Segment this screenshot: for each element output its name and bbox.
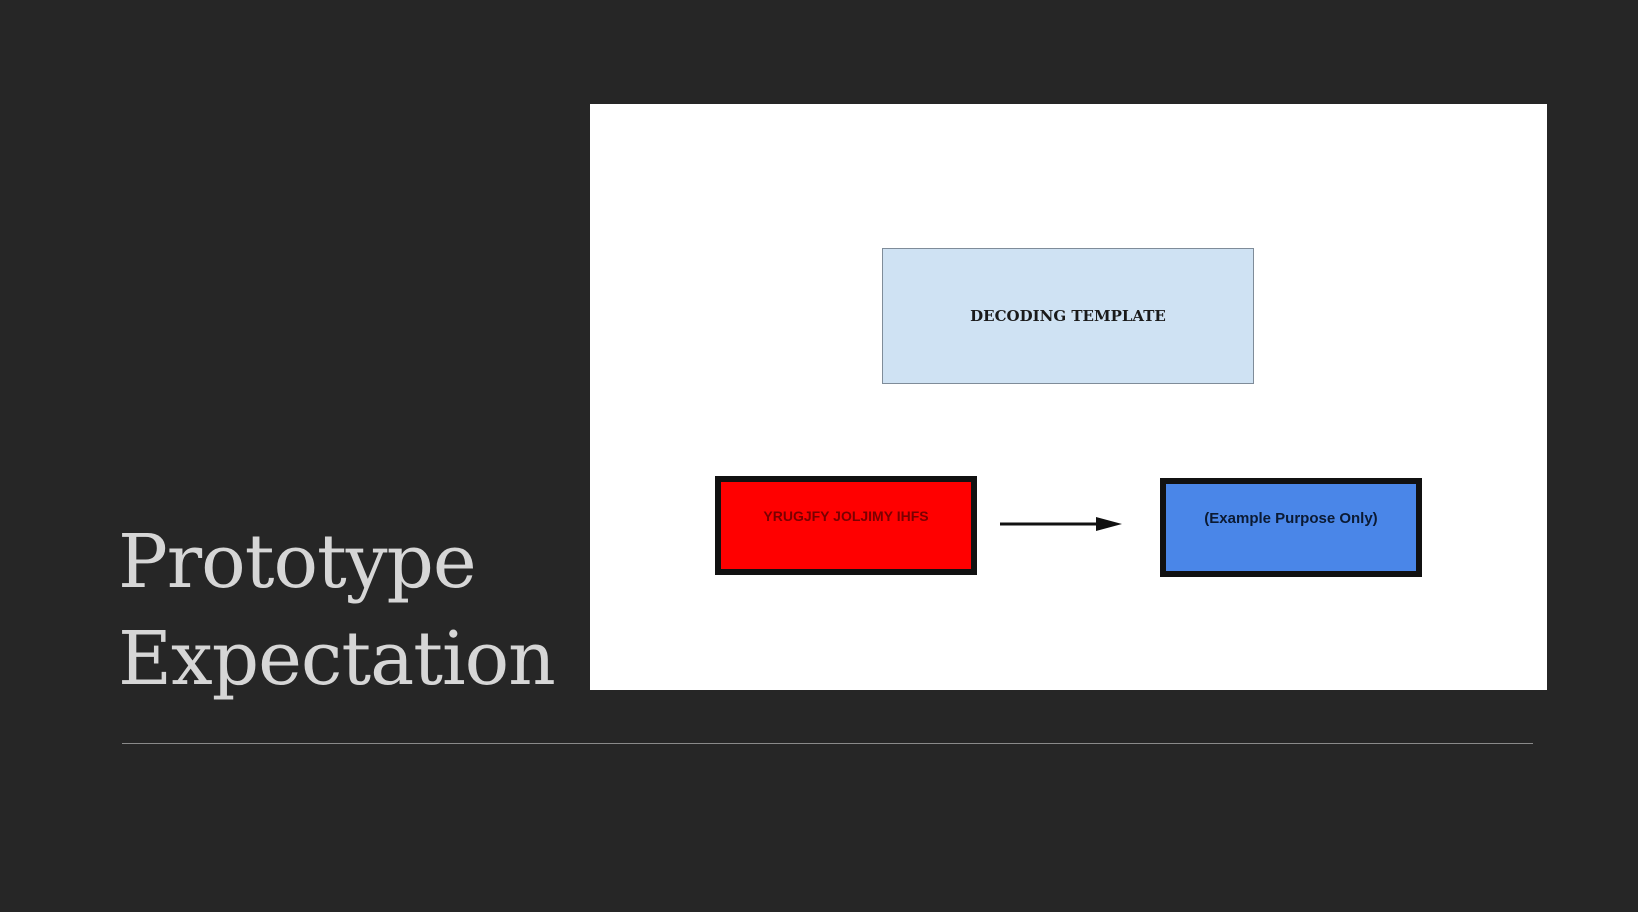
decoded-output-label: (Example Purpose Only)	[1204, 510, 1378, 527]
encoded-input-label: YRUGJFY JOLJIMY IHFS	[763, 508, 929, 524]
slide-title-line-2: Expectation	[118, 616, 556, 702]
encoded-input-box: YRUGJFY JOLJIMY IHFS	[715, 476, 977, 575]
diagram-figure: DECODING TEMPLATE YRUGJFY JOLJIMY IHFS (…	[590, 104, 1547, 690]
decoding-template-box: DECODING TEMPLATE	[882, 248, 1254, 384]
slide-title: Prototype Expectation	[118, 514, 556, 708]
decoding-template-label: DECODING TEMPLATE	[970, 307, 1166, 325]
horizontal-divider	[122, 743, 1533, 744]
decoded-output-box: (Example Purpose Only)	[1160, 478, 1422, 577]
slide-title-line-1: Prototype	[118, 519, 477, 605]
right-arrow-icon	[1000, 517, 1122, 531]
